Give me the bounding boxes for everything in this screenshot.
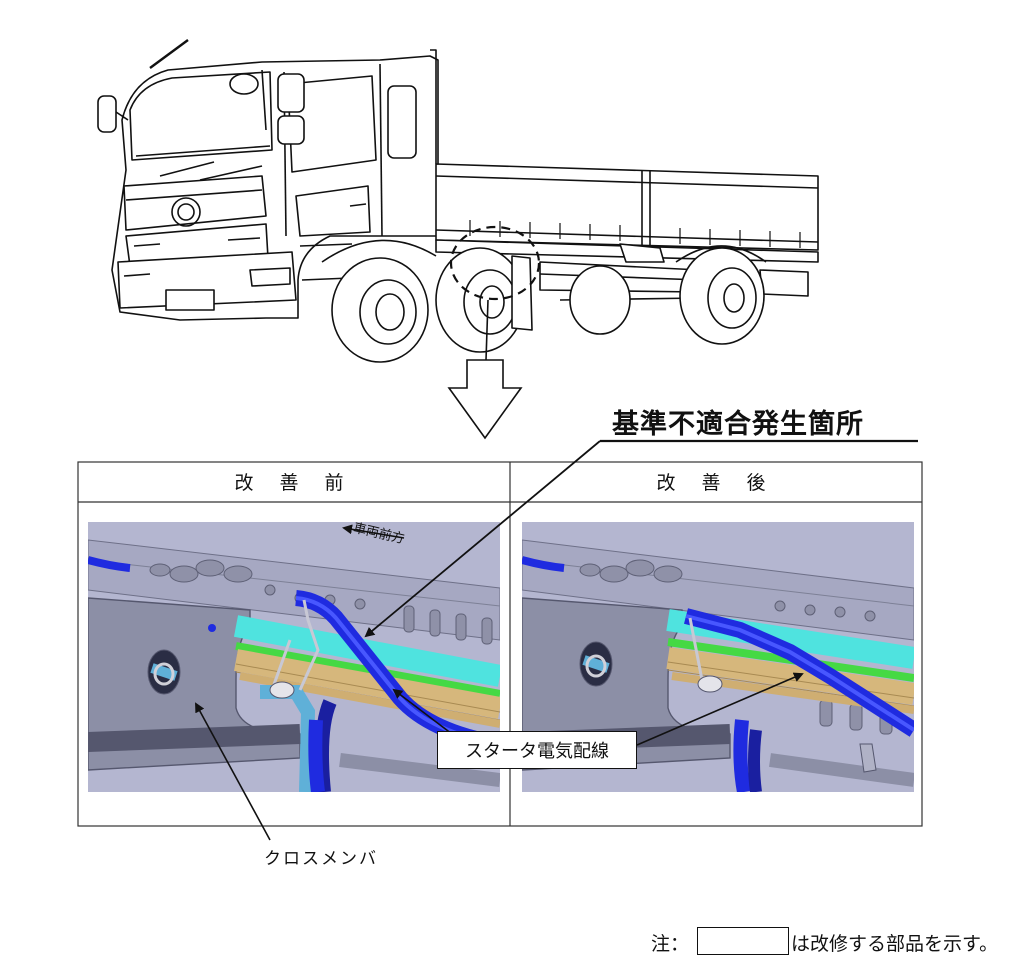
note-prefix: 注： [651, 933, 690, 955]
defect-location-heading: 基準不適合発生箇所 [612, 409, 864, 440]
highlight-circle [449, 225, 541, 301]
after-column-header: 改 善 後 [656, 472, 776, 494]
cross-member-label: クロスメンバ [264, 849, 378, 869]
legend-box [697, 927, 789, 955]
starter-wiring-label: スタータ電気配線 [465, 741, 609, 762]
down-arrow-icon [447, 359, 523, 440]
note-text: は改修する部品を示す。 [791, 933, 999, 955]
before-column-header: 改 善 前 [234, 472, 354, 494]
before-illustration [88, 522, 500, 792]
starter-wiring-callout-box [437, 731, 637, 769]
truck-illustration [97, 39, 819, 363]
